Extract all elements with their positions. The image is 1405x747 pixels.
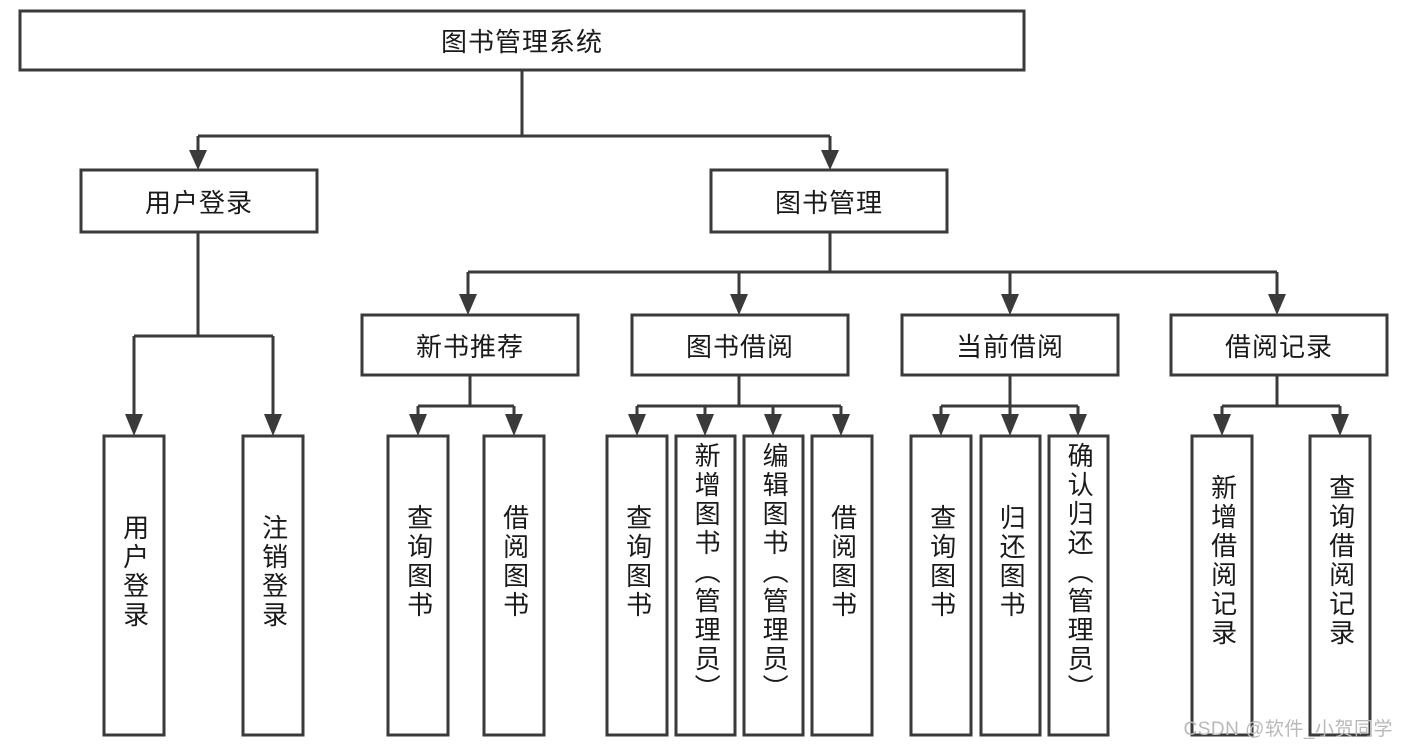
arrow-head-book-mgmt [821,150,839,170]
arrow-head-nb-leaf-1 [409,414,427,436]
arrow-head-user-login [189,150,207,170]
connector-group-new-book [409,375,523,436]
node-box-leaf-nb-query-book[interactable] [386,434,450,737]
connector-group-borrow-record [1213,375,1349,436]
arrow-head-leaf-user-login [125,414,143,436]
arrow-head-leaf-logout [264,414,282,436]
arrow-head-br-leaf-2 [1331,414,1349,436]
node-box-leaf-bb-edit-book[interactable] [742,434,805,737]
node-box-new-book-recommend[interactable] [360,313,580,377]
arrow-head-book-borrow [730,294,748,315]
arrow-head-new-book [459,294,477,315]
node-box-leaf-user-login[interactable] [102,434,166,737]
node-box-leaf-cb-return-book[interactable] [979,434,1042,737]
arrow-head-bb-leaf-3 [764,414,782,436]
node-box-root[interactable] [18,9,1026,72]
node-box-user-login[interactable] [79,168,319,234]
node-box-book-borrow[interactable] [630,313,850,377]
watermark-text: CSDN @软件_小贺同学 [1183,719,1393,740]
node-box-book-management[interactable] [709,168,949,234]
arrow-head-cb-leaf-3 [1069,414,1087,436]
node-box-leaf-br-add-record[interactable] [1190,434,1254,737]
connector-group-book-mgmt [459,232,1286,315]
arrow-head-current-borrow [1001,294,1019,315]
arrow-head-nb-leaf-2 [505,414,523,436]
arrow-head-bb-leaf-4 [832,414,850,436]
node-box-leaf-cb-confirm-return[interactable] [1047,434,1110,737]
connector-group-root [189,70,839,170]
node-box-leaf-bb-add-book[interactable] [674,434,737,737]
arrow-head-borrow-record [1268,294,1286,315]
node-box-leaf-logout[interactable] [241,434,305,737]
node-box-leaf-cb-query-book[interactable] [909,434,973,737]
connector-group-current-borrow [932,375,1087,436]
arrow-head-cb-leaf-2 [1001,414,1019,436]
node-box-leaf-bb-borrow-book[interactable] [810,434,874,737]
node-box-current-borrow[interactable] [900,313,1120,377]
node-box-leaf-nb-borrow-book[interactable] [482,434,546,737]
node-box-leaf-bb-query-book[interactable] [605,434,669,737]
arrow-head-cb-leaf-1 [932,414,950,436]
connector-group-user-login [125,232,282,436]
arrow-head-bb-leaf-1 [628,414,646,436]
node-box-leaf-br-query-record[interactable] [1308,434,1372,737]
arrow-head-br-leaf-1 [1213,414,1231,436]
connector-group-book-borrow [628,375,850,436]
arrow-head-bb-leaf-2 [696,414,714,436]
node-box-borrow-record[interactable] [1169,313,1389,377]
